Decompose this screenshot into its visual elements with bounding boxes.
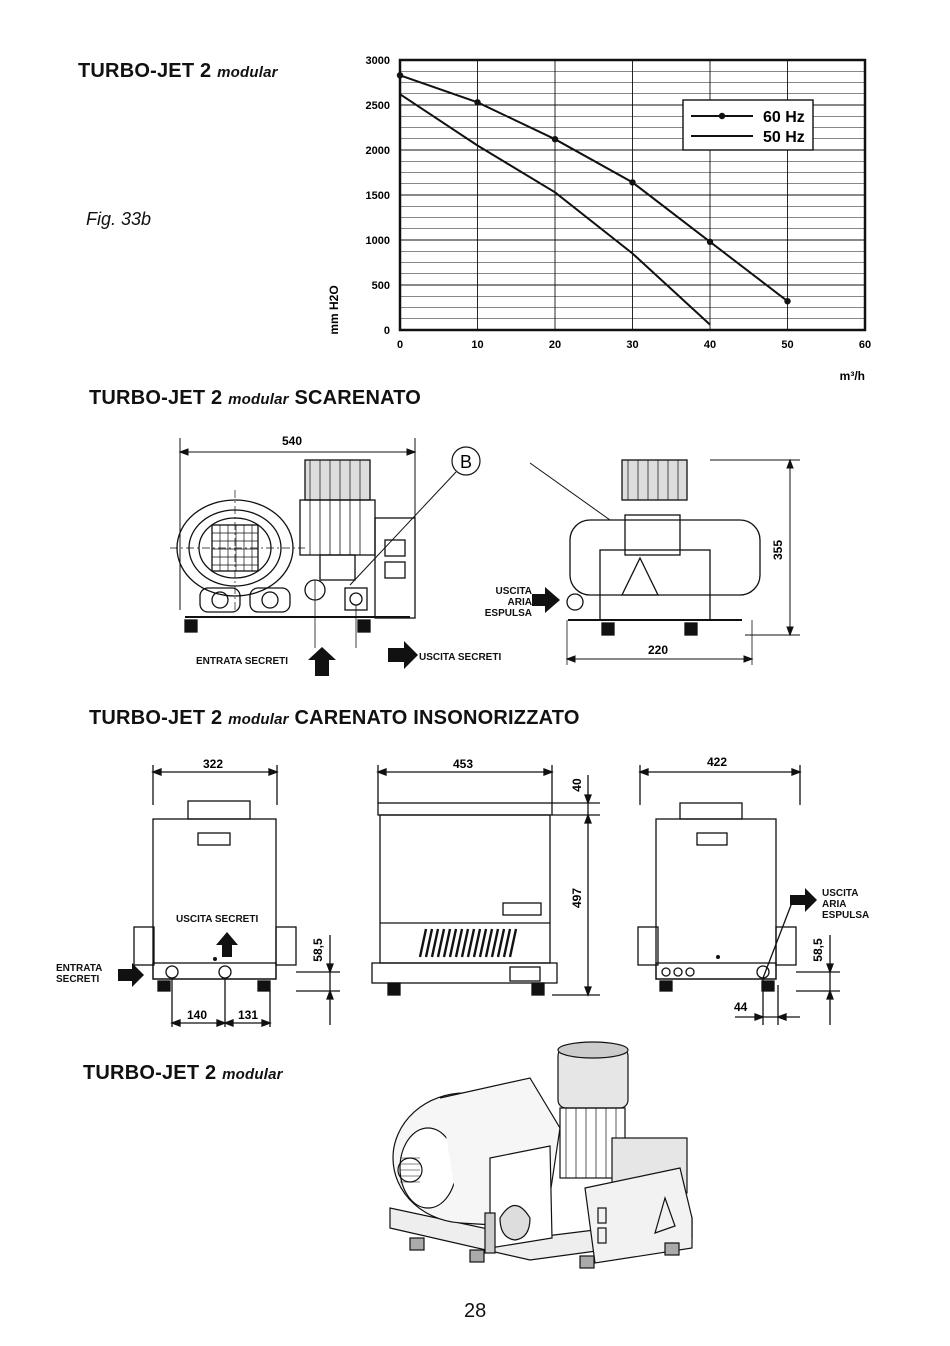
section-title-scarenato: TURBO-JET 2 modular SCARENATO (89, 387, 421, 410)
series-point (551, 136, 559, 143)
dim-540-label: 540 (282, 434, 302, 448)
section-title-carenato: TURBO-JET 2 modular CARENATO INSONORIZZA… (89, 707, 580, 730)
carenato-drawing: 322 453 422 40 497 58,5 58,5 140 131 44 (118, 755, 840, 1027)
performance-chart: 0 10 20 30 40 50 60 0 500 1000 1500 2000 2500 3000 60… (327, 55, 872, 383)
chart-legend: 60 Hz 50 Hz (682, 99, 814, 151)
dim-58-5-left-label: 58,5 (311, 938, 325, 962)
title-suffix: modular (228, 711, 289, 728)
legend-label: 50 Hz (763, 129, 805, 146)
title-suffix: modular (228, 391, 289, 408)
label-uscita-secreti-carenato: USCITA SECRETI (176, 914, 259, 925)
plot-frame (398, 58, 867, 332)
dim-540 (178, 438, 417, 610)
label-line: USCITA (495, 586, 532, 597)
series-point (706, 238, 714, 245)
x-tick-label: 0 (397, 339, 403, 351)
x-tick-label: 10 (471, 339, 483, 351)
y-tick-label: 2500 (366, 100, 390, 112)
chart-axes: 0 10 20 30 40 50 60 0 500 1000 1500 2000 2500 3000 (366, 55, 872, 351)
callout-label: B (460, 452, 472, 472)
arrow-up-icon (308, 647, 336, 676)
dim-220 (565, 655, 754, 663)
legend-box (682, 99, 814, 151)
title-tail: SCARENATO (294, 387, 422, 409)
x-tick-label: 30 (626, 339, 638, 351)
y-tick-label: 1000 (366, 235, 390, 247)
label-entrata-secreti: ENTRATA SECRETI (196, 656, 289, 667)
label-line: ESPULSA (822, 910, 870, 921)
figure-label: Fig. 33b (86, 209, 152, 229)
label-entrata-secreti-carenato: ENTRATA SECRETI (56, 963, 102, 985)
x-tick-label: 60 (859, 339, 871, 351)
y-tick-label: 3000 (366, 55, 390, 67)
title-suffix: modular (217, 64, 278, 81)
chart-ylabel: mm H2O (327, 285, 341, 334)
cabinet-side-view (371, 765, 600, 997)
series-point (474, 99, 481, 106)
title-tail: CARENATO INSONORIZZATO (294, 707, 580, 729)
dim-322-label: 322 (203, 757, 223, 771)
front-view-machine (170, 459, 416, 648)
title-name: TURBO-JET 2 (89, 707, 223, 729)
chart-series (396, 72, 791, 326)
dim-355-label: 355 (771, 540, 785, 560)
title-suffix: modular (222, 1066, 283, 1083)
x-tick-label: 20 (549, 339, 561, 351)
label-uscita-secreti: USCITA SECRETI (419, 652, 502, 663)
dim-355 (710, 458, 800, 637)
arrow-right-icon (790, 888, 817, 912)
dim-44-label: 44 (734, 1000, 748, 1014)
title-name: TURBO-JET 2 (83, 1062, 217, 1084)
machine-illustration (389, 1041, 693, 1269)
chart-xlabel: m³/h (840, 369, 865, 383)
y-tick-label: 2000 (366, 145, 390, 157)
dim-220-label: 220 (648, 643, 668, 657)
label-line: ARIA (507, 597, 532, 608)
label-line: ARIA (822, 899, 847, 910)
section-title-illustration: TURBO-JET 2 modular (83, 1062, 283, 1085)
label-line: ENTRATA (56, 963, 103, 974)
series-point (629, 179, 636, 186)
y-tick-label: 500 (372, 280, 390, 292)
scarenato-drawing: B 355 220 540 (170, 434, 800, 676)
series-line (399, 74, 789, 302)
dim-40-label: 40 (570, 778, 584, 792)
side-view-machine (566, 459, 761, 665)
dim-58-5-right-label: 58,5 (811, 938, 825, 962)
dim-497-label: 497 (570, 888, 584, 908)
y-tick-label: 0 (384, 325, 390, 337)
y-tick-label: 1500 (366, 190, 390, 202)
cabinet-back-view (637, 765, 840, 1025)
legend-label: 60 Hz (763, 109, 805, 126)
title-name: TURBO-JET 2 (89, 387, 223, 409)
label-line: SECRETI (56, 974, 100, 985)
arrow-left-icon (532, 587, 560, 613)
cabinet-front-view (133, 765, 340, 1027)
legend-marker (718, 112, 726, 120)
series-point (396, 72, 404, 79)
label-uscita-aria-espulsa: USCITA ARIA ESPULSA (480, 586, 532, 619)
series-line (399, 93, 711, 326)
section-title-chart: TURBO-JET 2 modular (78, 60, 278, 83)
label-line: USCITA (822, 888, 859, 899)
callout-b: B (349, 446, 611, 586)
arrow-up-icon (216, 932, 238, 957)
arrow-right-icon (118, 963, 144, 987)
dim-140-label: 140 (187, 1008, 207, 1022)
label-uscita-aria-espulsa-carenato: USCITA ARIA ESPULSA (822, 888, 869, 921)
page-number: 28 (464, 1300, 487, 1322)
label-line: ESPULSA (484, 608, 532, 619)
series-point (784, 298, 791, 305)
dim-453-label: 453 (453, 757, 473, 771)
x-tick-label: 40 (704, 339, 716, 351)
dim-131-label: 131 (238, 1008, 258, 1022)
arrow-right-icon (388, 641, 418, 669)
dim-422-label: 422 (707, 755, 727, 769)
title-name: TURBO-JET 2 (78, 60, 212, 82)
x-tick-label: 50 (781, 339, 793, 351)
